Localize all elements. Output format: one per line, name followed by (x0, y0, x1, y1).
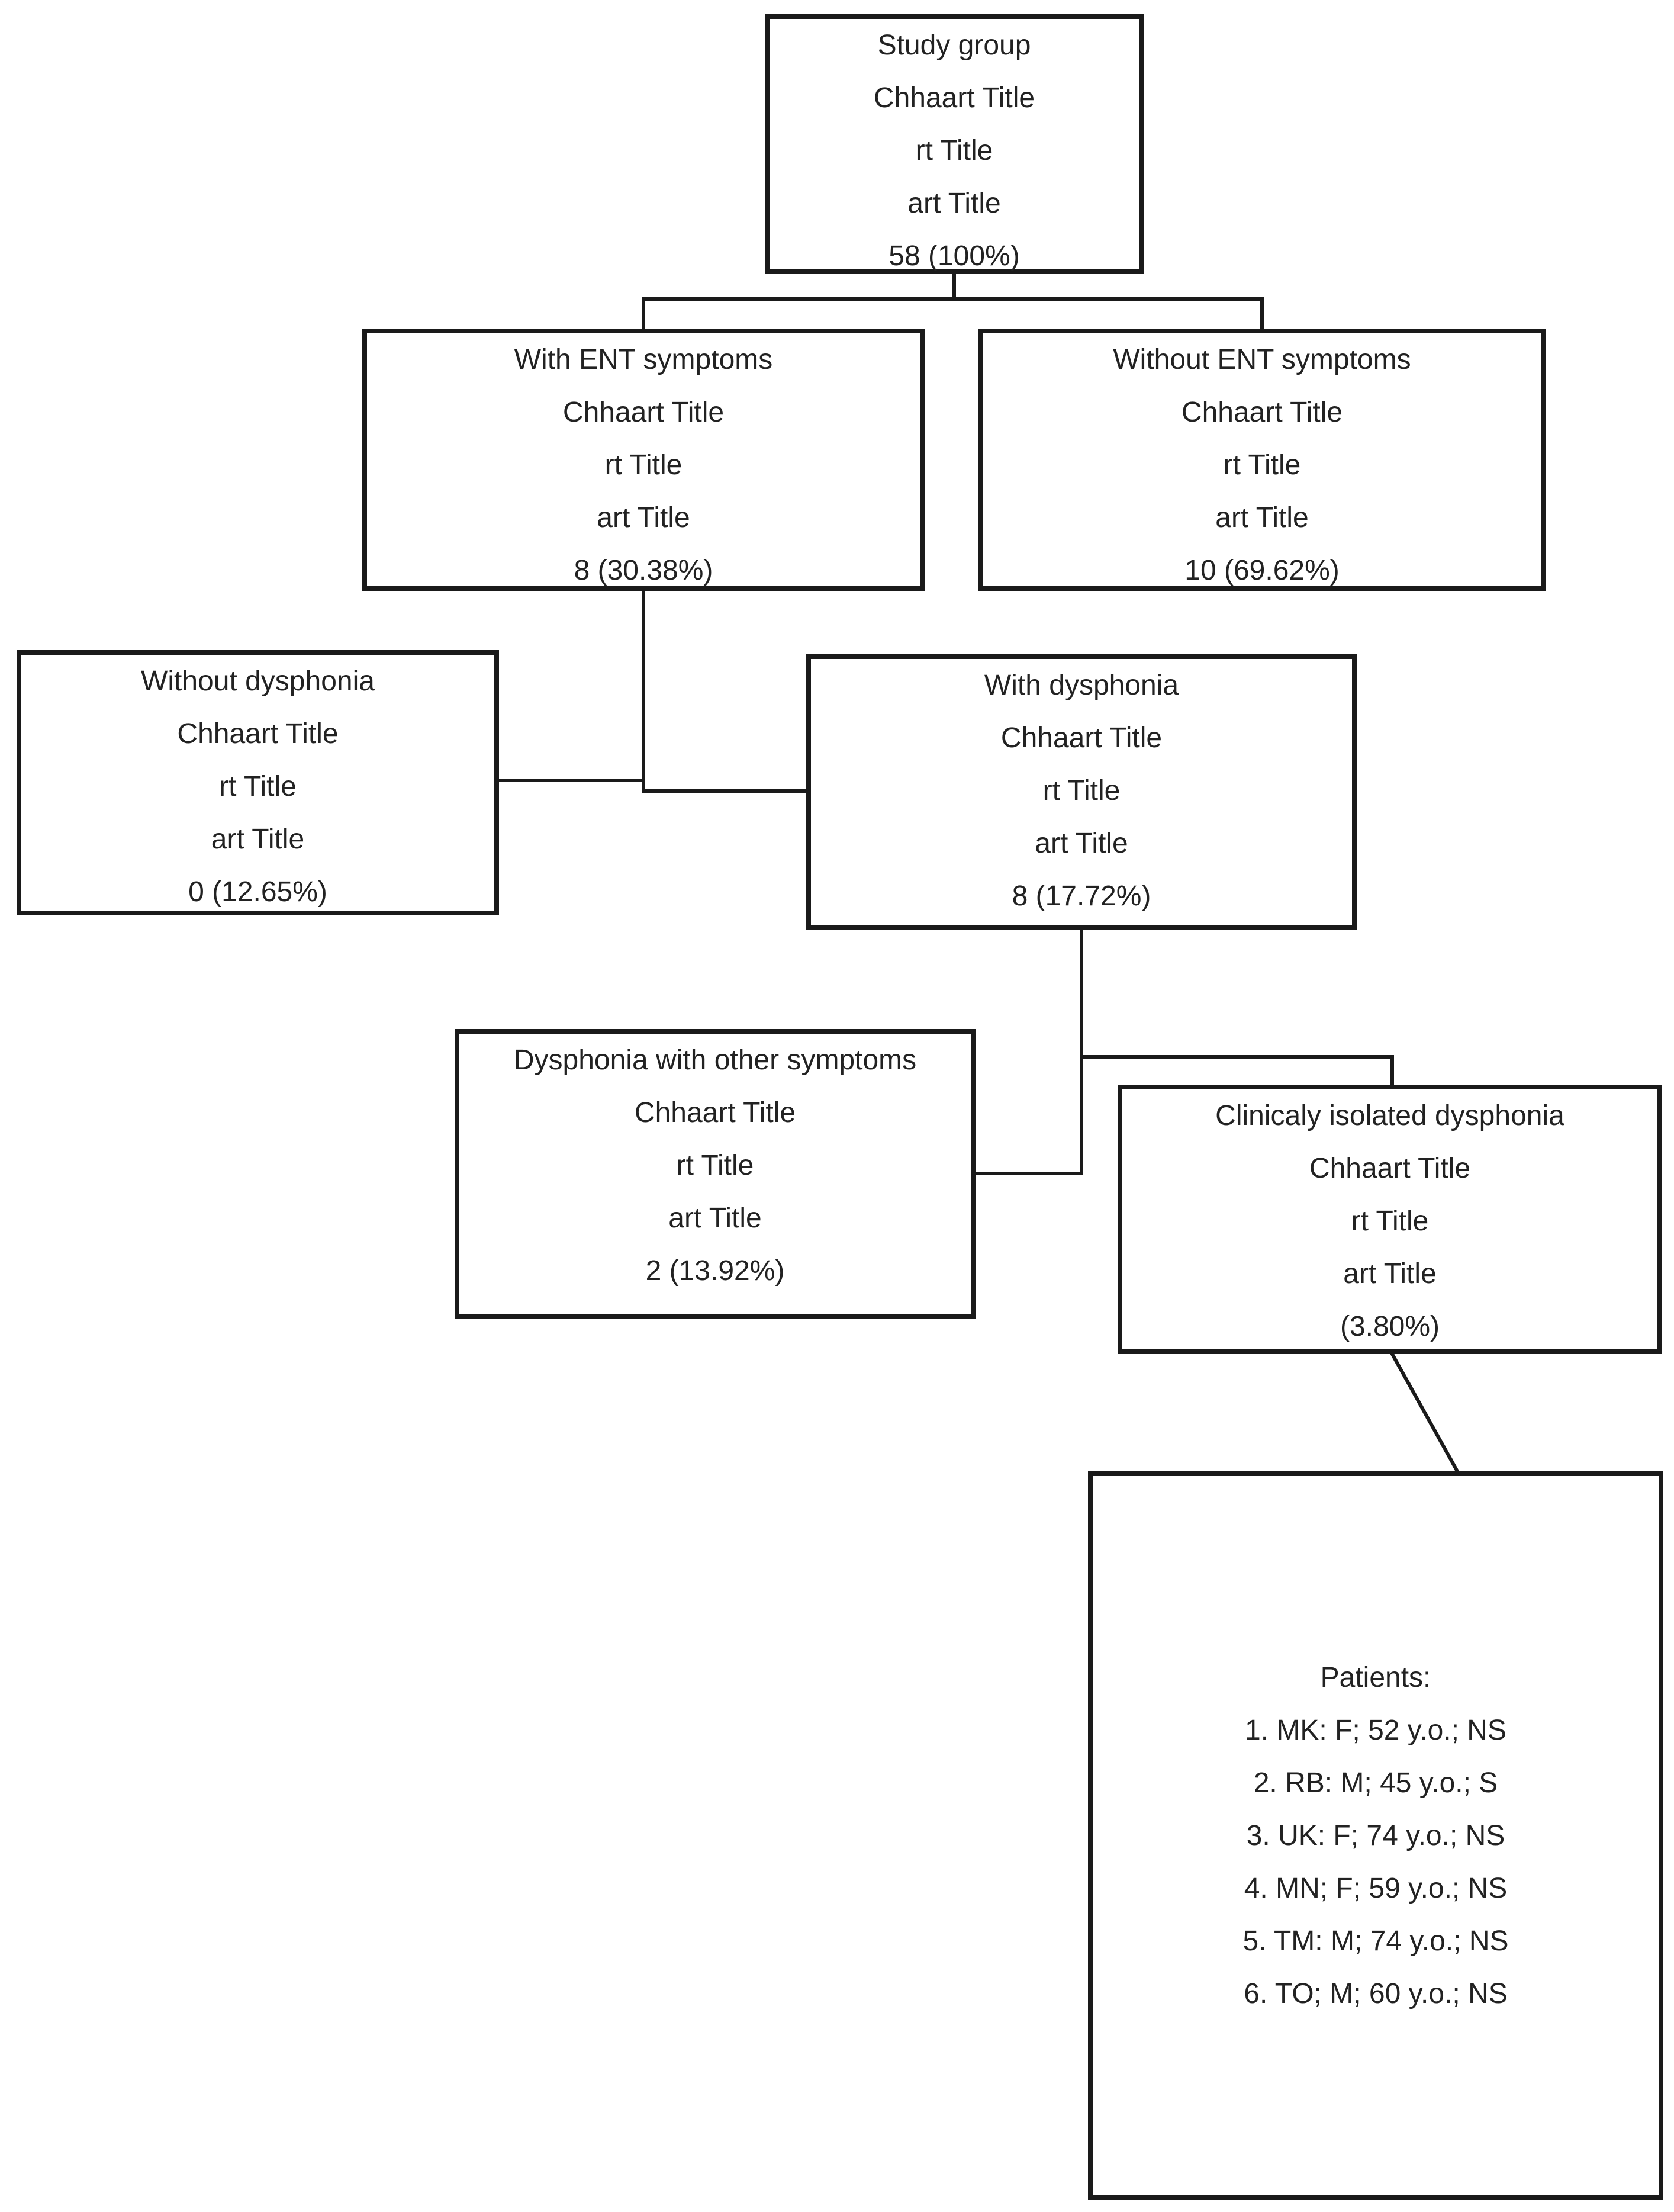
connector-study-to-noent (952, 297, 1264, 330)
node-line: rt Title (604, 449, 683, 481)
node-title: Without ENT symptoms (1113, 344, 1411, 375)
connector-dys-to-children (974, 928, 1083, 1175)
node-line: Chhaart Title (1181, 397, 1343, 428)
node-line: art Title (1343, 1258, 1437, 1290)
node-count: 8 (30.38%) (574, 555, 713, 586)
connector-study-to-children (642, 272, 956, 330)
patient-item: 3. UK: F; 74 y.o.; NS (1246, 1819, 1505, 1851)
node-title: Without dysphonia (141, 665, 375, 697)
patient-item: 5. TM: M; 74 y.o.; NS (1242, 1925, 1509, 1957)
node-line: art Title (211, 824, 305, 855)
node-title: With ENT symptoms (514, 344, 773, 375)
node-patients-list: Patients: 1. MK: F; 52 y.o.; NS 2. RB: M… (1088, 1471, 1663, 2200)
node-line: art Title (597, 502, 690, 533)
node-count: 8 (17.72%) (1012, 880, 1151, 912)
node-without-ent-symptoms: Without ENT symptoms Chhaart Title rt Ti… (978, 329, 1546, 591)
node-line: rt Title (1351, 1205, 1429, 1237)
node-clinically-isolated-dysphonia: Clinicaly isolated dysphonia Chhaart Tit… (1118, 1085, 1662, 1354)
node-line: rt Title (1042, 775, 1121, 806)
node-line: Chhaart Title (562, 397, 725, 428)
connector-isolated-to-patients (1389, 1351, 1460, 1474)
node-study-group: Study group Chhaart Title rt Title art T… (765, 14, 1144, 274)
node-line: Chhaart Title (634, 1097, 796, 1128)
node-line: Chhaart Title (873, 82, 1035, 114)
node-count: 10 (69.62%) (1184, 555, 1340, 586)
patient-item: 4. MN; F; 59 y.o.; NS (1244, 1872, 1508, 1904)
node-title: Study group (877, 30, 1031, 61)
node-title: Clinicaly isolated dysphonia (1215, 1100, 1564, 1131)
node-title: With dysphonia (984, 670, 1179, 701)
node-without-dysphonia: Without dysphonia Chhaart Title rt Title… (17, 650, 499, 915)
node-count: (3.80%) (1340, 1311, 1440, 1342)
connector-dys-to-isolated (1080, 1055, 1394, 1086)
node-line: rt Title (915, 135, 993, 166)
node-count: 0 (12.65%) (188, 876, 327, 908)
connector-ent-to-children (642, 589, 808, 793)
node-line: rt Title (219, 771, 297, 802)
node-line: art Title (907, 188, 1001, 219)
node-line: art Title (1035, 828, 1128, 859)
node-line: Chhaart Title (177, 718, 339, 750)
node-line: Chhaart Title (1000, 722, 1163, 754)
node-count: 2 (13.92%) (645, 1255, 785, 1287)
node-line: Chhaart Title (1309, 1153, 1471, 1184)
node-line: art Title (668, 1203, 762, 1234)
node-title: Dysphonia with other symptoms (513, 1044, 917, 1076)
patient-item: 1. MK: F; 52 y.o.; NS (1245, 1714, 1506, 1746)
node-with-dysphonia: With dysphonia Chhaart Title rt Title ar… (806, 654, 1357, 930)
patients-heading: Patients: (1320, 1661, 1431, 1693)
node-with-ent-symptoms: With ENT symptoms Chhaart Title rt Title… (362, 329, 925, 591)
node-line: rt Title (676, 1150, 754, 1181)
node-line: rt Title (1223, 449, 1301, 481)
patient-item: 6. TO; M; 60 y.o.; NS (1244, 1978, 1508, 2010)
node-line: art Title (1215, 502, 1309, 533)
patient-item: 2. RB: M; 45 y.o.; S (1253, 1767, 1498, 1799)
node-dysphonia-with-other-symptoms: Dysphonia with other symptoms Chhaart Ti… (455, 1029, 976, 1319)
node-count: 58 (100%) (888, 240, 1020, 272)
